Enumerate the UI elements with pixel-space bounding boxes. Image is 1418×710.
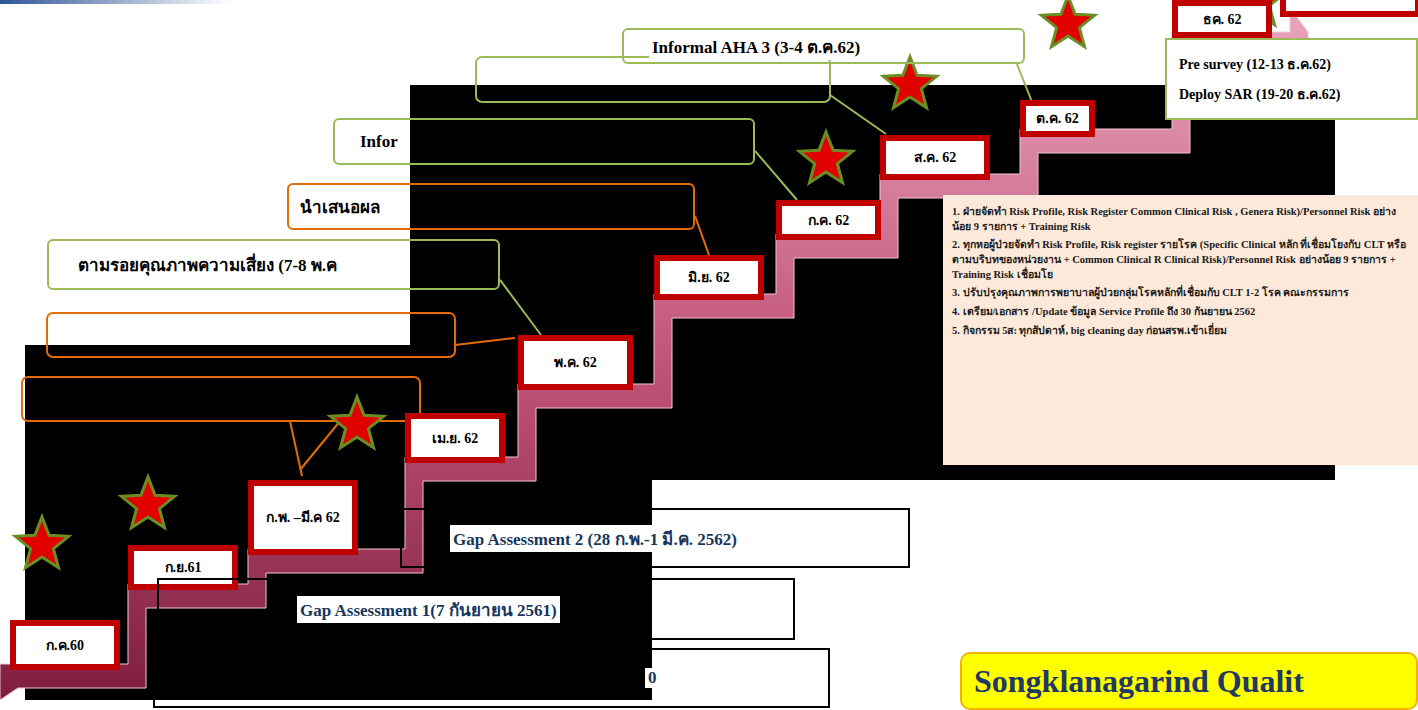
node-text: Pre survey (12-13 ธ.ค.62) (1179, 53, 1331, 75)
empty-callout (47, 313, 455, 357)
node-text: มิ.ย. 62 (688, 267, 730, 288)
node-text: ก.ค.60 (46, 635, 84, 656)
milestone-box: Gap Assessment 1(7 กันยายน 2561) (157, 578, 795, 640)
node-text: เม.ย. 62 (432, 428, 479, 449)
node-text: นำเสนอผล (297, 193, 383, 220)
node-text: ธค. 62 (1203, 9, 1242, 30)
node-text: 0 (645, 668, 660, 688)
star-symbol (799, 132, 852, 183)
notes-panel: 1. ฝ่ายจัดทำ Risk Profile, Risk Register… (943, 195, 1418, 465)
node-text: Gap Assessment 1(7 กันยายน 2561) (297, 596, 560, 623)
leader-line (500, 280, 541, 335)
month-box: เม.ย. 62 (405, 413, 505, 463)
node-text: 3. ปรับปรุงคุณภาพการพยาบาลผู้ป่วยกลุ่มโร… (952, 286, 1406, 301)
leader-line (755, 151, 797, 200)
month-box-cut (1283, 0, 1418, 14)
node-text: พ.ค. 62 (554, 352, 597, 373)
node-text: 1. ฝ่ายจัดทำ Risk Profile, Risk Register… (952, 205, 1406, 234)
star-symbol (883, 57, 936, 108)
title-box: Songklanagarind Qualit (960, 652, 1418, 710)
callout-box: ตามรอยคุณภาพความเสี่ยง (7-8 พ.ค (47, 239, 500, 290)
node-text: ตามรอยคุณภาพความเสี่ยง (7-8 พ.ค (75, 251, 340, 278)
month-box: พ.ค. 62 (518, 335, 633, 390)
top-bar (0, 0, 230, 4)
month-box: มิ.ย. 62 (654, 255, 764, 300)
month-box: ก.ย.61 (128, 545, 238, 590)
month-box: ส.ค. 62 (880, 135, 990, 180)
star-symbol (121, 477, 174, 528)
month-box: ต.ค. 62 (1020, 100, 1095, 137)
node-text: ก.ค. 62 (808, 210, 850, 231)
callout-box: นำเสนอผล (287, 183, 695, 230)
node-text: 4. เตรียม/เอกสาร /Update ข้อมูล Service … (952, 305, 1406, 320)
star-symbol (1041, 0, 1094, 47)
leader-line (290, 421, 302, 476)
star-symbol (15, 517, 68, 568)
node-text: ต.ค. 62 (1036, 108, 1079, 129)
star-symbol (330, 397, 383, 448)
milestone-box: Gap Assessment 2 (28 ก.พ.-1 มี.ค. 2562) (400, 508, 910, 568)
callout-box: Informal AHA 3 (3-4 ต.ค.62) (622, 28, 1025, 64)
node-text: ส.ค. 62 (914, 147, 957, 168)
leader-line (695, 216, 709, 255)
leader-line (1017, 64, 1031, 100)
month-box: ก.พ. –มี.ค 62 (248, 480, 358, 555)
leader-line (455, 338, 515, 345)
node-text: 5. กิจกรรม 5ส: ทุกสัปดาห์, big cleaning … (952, 324, 1406, 339)
node-text: Infor (357, 132, 401, 152)
node-text: ก.พ. –มี.ค 62 (266, 507, 340, 528)
event-box: Pre survey (12-13 ธ.ค.62) Deploy SAR (19-… (1165, 38, 1418, 120)
node-text: 2. ทุกหอผู้ป่วยจัดทำ Risk Profile, Risk … (952, 238, 1406, 282)
month-box: ธค. 62 (1172, 0, 1272, 38)
node-text: Songklanagarind Qualit (974, 663, 1304, 700)
month-box: ก.ค. 62 (776, 200, 881, 240)
month-box: ก.ค.60 (10, 620, 120, 670)
node-text: Informal AHA 3 (3-4 ต.ค.62) (649, 33, 863, 60)
callout-box: Infor (333, 118, 755, 165)
milestone-box: 0 (153, 648, 830, 708)
leader-line (830, 95, 886, 134)
node-text: Deploy SAR (19-20 ธ.ค.62) (1179, 83, 1341, 105)
node-text: ก.ย.61 (165, 557, 202, 578)
node-text: Gap Assessment 2 (28 ก.พ.-1 มี.ค. 2562) (450, 525, 740, 552)
